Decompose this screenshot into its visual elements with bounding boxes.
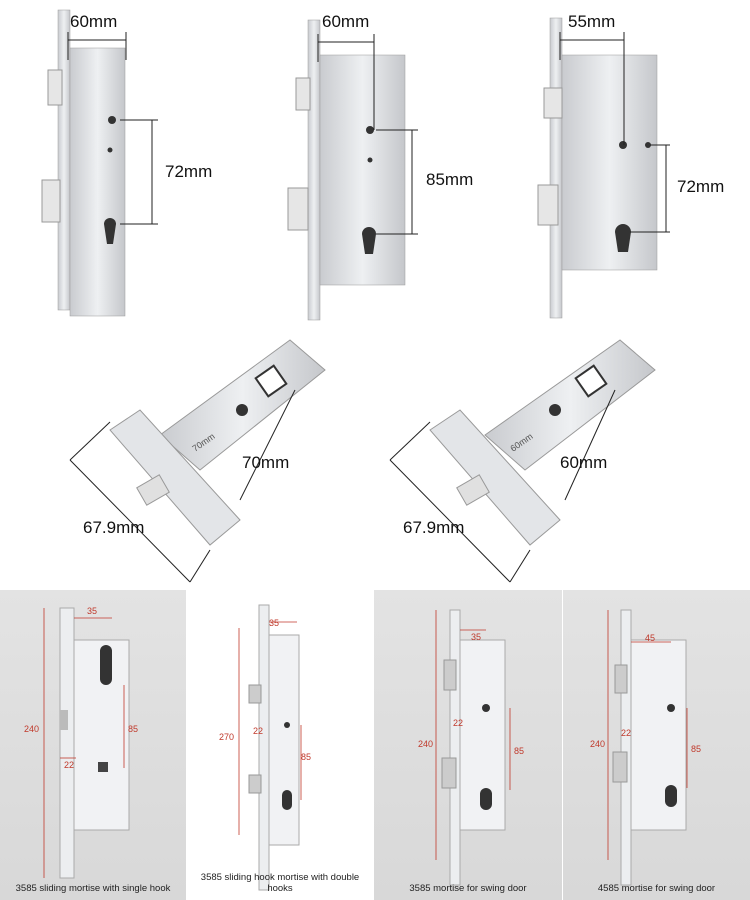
- spacing-label: 85: [514, 746, 525, 756]
- backset-label: 70mm: [242, 453, 290, 472]
- mortise-panel-4: 240 45 85 22 4585 mortise for swing door: [563, 590, 750, 900]
- caption: 4585 mortise for swing door: [597, 883, 716, 894]
- width-label: 55mm: [568, 12, 616, 31]
- spacing-label: 72mm: [165, 162, 213, 181]
- backset-label: 60mm: [560, 453, 608, 472]
- lock-middle-1-drawing: 70mm: [69, 339, 326, 583]
- spacing-label: 85: [301, 752, 312, 762]
- thickness-label: 22: [253, 726, 264, 736]
- backset-label: 35: [87, 606, 98, 616]
- lock-top-3: 55mm 72mm: [500, 0, 750, 330]
- height-label: 270: [219, 732, 235, 742]
- height-label: 240: [24, 724, 40, 734]
- mortise-3-drawing: [435, 609, 511, 886]
- backset-label: 35: [471, 632, 482, 642]
- mortise-panel-3: 240 35 85 22 3585 mortise for swing door: [374, 590, 562, 900]
- backset-label: 35: [269, 618, 280, 628]
- lock-top-3-drawing: [537, 17, 670, 319]
- height-label: 240: [590, 739, 606, 749]
- faceplate-label: 67.9mm: [403, 518, 465, 537]
- lock-middle-2-drawing: 60mm: [389, 339, 656, 583]
- caption: 3585 sliding hook mortise with double ho…: [200, 872, 360, 894]
- lock-top-1: 60mm 72mm: [0, 0, 250, 330]
- lock-middle-1: 70mm 70mm 67.9mm: [0, 330, 375, 590]
- spacing-label: 85: [128, 724, 139, 734]
- width-label: 60mm: [322, 12, 370, 31]
- mortise-1-drawing: [43, 607, 130, 879]
- mortise-2-drawing: [238, 604, 302, 891]
- caption: 3585 sliding mortise with single hook: [15, 883, 171, 894]
- thickness-label: 22: [453, 718, 464, 728]
- height-label: 240: [418, 739, 434, 749]
- thickness-label: 22: [621, 728, 632, 738]
- caption: 3585 mortise for swing door: [409, 883, 527, 894]
- faceplate-label: 67.9mm: [83, 518, 145, 537]
- lock-top-1-drawing: [41, 9, 158, 317]
- thickness-label: 22: [64, 760, 75, 770]
- lock-top-2-drawing: [287, 19, 418, 321]
- mortise-4-drawing: [607, 609, 688, 886]
- backset-label: 45: [645, 633, 656, 643]
- lock-top-2: 60mm 85mm: [250, 0, 500, 330]
- width-label: 60mm: [70, 12, 118, 31]
- spacing-label: 85mm: [426, 170, 474, 189]
- mortise-panel-2: 270 35 85 22 3585 sliding hook mortise w…: [187, 590, 373, 900]
- spacing-label: 85: [691, 744, 702, 754]
- lock-middle-2: 60mm 60mm 67.9mm: [375, 330, 750, 590]
- spacing-label: 72mm: [677, 177, 725, 196]
- mortise-panel-1: 240 35 85 22 3585 sliding mortise with s…: [0, 590, 186, 900]
